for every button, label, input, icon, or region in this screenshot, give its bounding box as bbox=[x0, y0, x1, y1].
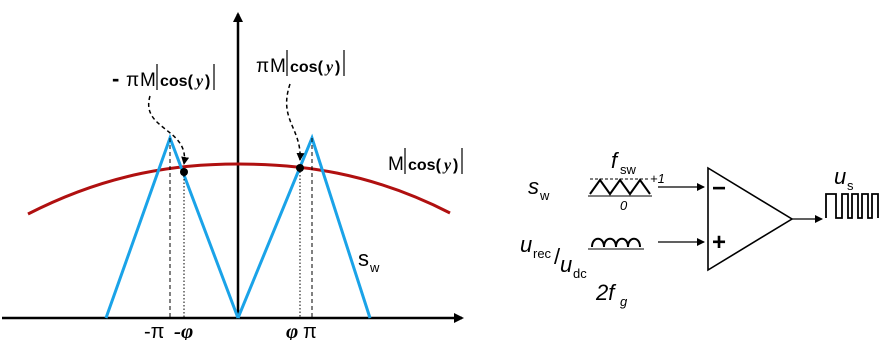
svg-text:): ) bbox=[205, 73, 210, 90]
svg-text:g: g bbox=[620, 294, 628, 309]
rectified-sine-icon bbox=[591, 237, 641, 248]
svg-text:s: s bbox=[528, 174, 539, 199]
svg-text:M: M bbox=[270, 56, 286, 77]
label-sw-right: s w bbox=[528, 174, 550, 203]
leader-arrow-right bbox=[285, 83, 305, 161]
svg-text:s: s bbox=[358, 246, 369, 271]
svg-text:π: π bbox=[256, 56, 269, 77]
label-m-cos: M cos( y ) bbox=[388, 148, 463, 175]
svg-text:rec: rec bbox=[533, 246, 552, 261]
tick-phi: φ bbox=[286, 319, 298, 340]
label-neg-pi-m-cos: - π M cos( y ) bbox=[112, 64, 215, 91]
label-us: u s bbox=[834, 164, 854, 193]
svg-text:cos(: cos( bbox=[290, 59, 324, 76]
svg-text:sw: sw bbox=[620, 162, 637, 177]
svg-text:): ) bbox=[453, 157, 458, 174]
svg-text:): ) bbox=[335, 59, 340, 76]
svg-text:w: w bbox=[369, 260, 380, 275]
cosine-envelope-curve bbox=[27, 162, 451, 216]
svg-text:s: s bbox=[847, 178, 854, 193]
label-2fg: 2f g bbox=[595, 280, 628, 309]
intersection-dot-left bbox=[180, 168, 188, 176]
svg-text:cos(: cos( bbox=[160, 73, 194, 90]
svg-text:-: - bbox=[112, 66, 119, 91]
comparator-plus-sign: + bbox=[712, 229, 726, 256]
tick-pi: π bbox=[303, 321, 317, 340]
svg-text:y: y bbox=[442, 157, 452, 174]
svg-text:f: f bbox=[611, 148, 620, 173]
svg-text:y: y bbox=[324, 59, 334, 76]
label-fsw: f sw bbox=[611, 148, 637, 177]
label-urec-udc: u rec / u dc bbox=[520, 232, 587, 281]
small-triangle-wave-icon bbox=[589, 178, 651, 196]
svg-text:2f: 2f bbox=[595, 280, 617, 305]
leader-arrow-left bbox=[147, 95, 190, 165]
svg-text:y: y bbox=[194, 73, 204, 90]
svg-text:u: u bbox=[834, 164, 846, 189]
svg-text:/: / bbox=[554, 244, 561, 269]
svg-text:M: M bbox=[140, 70, 156, 91]
intersection-dot-right bbox=[296, 164, 304, 172]
comparator-block: f sw +1 0 s w u rec / u dc 2f g bbox=[520, 148, 879, 309]
carrier-plot: - π M cos( y ) π M cos( y ) M cos( y ) bbox=[2, 12, 464, 340]
svg-text:cos(: cos( bbox=[408, 157, 442, 174]
svg-text:w: w bbox=[539, 188, 550, 203]
label-plus-one: +1 bbox=[650, 171, 665, 186]
svg-text:dc: dc bbox=[573, 266, 587, 281]
svg-text:π: π bbox=[126, 70, 139, 91]
svg-text:M: M bbox=[388, 154, 404, 175]
comparator-opamp bbox=[707, 166, 794, 272]
label-sw-left: s w bbox=[358, 246, 380, 275]
label-zero: 0 bbox=[620, 198, 628, 213]
tick-neg-phi: -φ bbox=[174, 319, 193, 340]
comparator-minus-sign: − bbox=[712, 175, 726, 202]
tick-neg-pi: -π bbox=[144, 321, 164, 340]
pulse-train-icon bbox=[825, 193, 879, 219]
label-pi-m-cos: π M cos( y ) bbox=[256, 50, 345, 77]
svg-text:u: u bbox=[520, 232, 532, 257]
svg-text:u: u bbox=[560, 252, 572, 277]
